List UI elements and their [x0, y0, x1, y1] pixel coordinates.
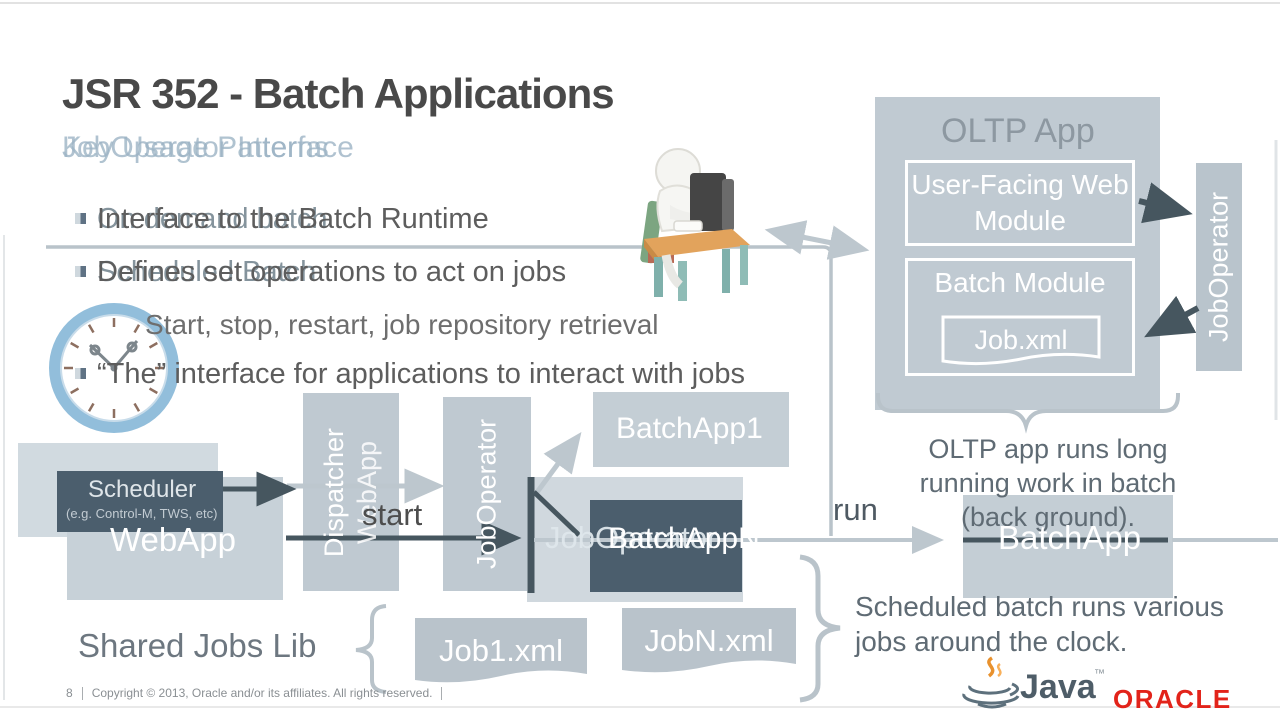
scheduled-caption: Scheduled batch runs various jobs around… — [855, 591, 1224, 657]
bullet1-ghost: On demand batch — [97, 203, 328, 235]
user-facing-web-module-box: User-Facing Web Module — [905, 160, 1135, 246]
joboperator-right-box — [1196, 163, 1242, 371]
java-trademark: ™ — [1094, 668, 1105, 680]
oltp-app-box — [875, 97, 1160, 410]
oracle-logo: ORACLE — [1113, 684, 1232, 714]
footer: 8 Copyright © 2013, Oracle and/or its af… — [66, 686, 443, 700]
bullet-square-3 — [75, 368, 86, 379]
joboperator-right-label: JobOperator — [1196, 166, 1242, 368]
job1-xml-label: Job1.xml — [439, 633, 563, 668]
ghost-subtitle-incoming: JobOperator Interface — [62, 131, 354, 164]
job-xml-label: Job.xml — [974, 325, 1067, 355]
dispatcher-webapp-box — [303, 393, 399, 591]
batchapp1-label: BatchApp1 — [616, 412, 763, 445]
footer-divider — [81, 686, 83, 700]
joboperator-vertical-label: JobOperator — [443, 400, 531, 588]
user-facing-web-module-label: User-Facing Web Module — [911, 168, 1129, 236]
scheduler-label: Scheduler — [88, 476, 197, 503]
bullet-square-2 — [75, 266, 86, 277]
batchapp1-box — [593, 392, 789, 467]
batchappn-box — [590, 500, 742, 592]
java-logo: Java ™ — [958, 656, 1105, 712]
bullet3-text: “The” interface for applications to inte… — [97, 358, 745, 390]
start-label: start — [362, 497, 423, 532]
copyright-text: Copyright © 2013, Oracle and/or its affi… — [91, 686, 433, 700]
run-label: run — [833, 492, 878, 527]
bullet-square-1 — [75, 213, 86, 224]
bullet1-text: Interface to the Batch Runtime — [97, 203, 489, 235]
batchapp-label: BatchApp — [998, 519, 1142, 556]
joboperator-vertical-box — [443, 397, 531, 591]
person-at-desk-clipart — [640, 148, 750, 301]
scheduler-note: (e.g. Control-M, TWS, etc) — [66, 506, 218, 521]
page-number: 8 — [66, 686, 73, 700]
java-logo-text: Java — [1020, 668, 1096, 706]
batch-module-box: Batch Module — [905, 258, 1135, 376]
job1-xml-document: Job1.xml — [415, 618, 587, 683]
job-xml-document: Job.xml — [941, 315, 1101, 366]
bullet2-ghost: Scheduled Batch — [97, 256, 317, 288]
shared-jobs-lib-label: Shared Jobs Lib — [78, 627, 317, 664]
oltp-caption: OLTP app runs long running work in batch… — [919, 434, 1177, 532]
joboperator-right-text: JobOperator — [1203, 191, 1234, 343]
batchappn-label: BatchAppN — [608, 522, 760, 555]
jobn-xml-label: JobN.xml — [644, 623, 773, 658]
jobn-xml-document: JobN.xml — [622, 608, 796, 673]
batch-module-label: Batch Module — [934, 267, 1106, 298]
bullet2-sub-text: Start, stop, restart, job repository ret… — [145, 309, 659, 340]
joboperator-vertical-text: JobOperator — [471, 418, 502, 570]
slide-title: JSR 352 - Batch Applications — [62, 70, 615, 117]
footer-divider-2 — [441, 686, 443, 700]
clock-icon — [49, 303, 179, 433]
joboperator-ghost-label: JobOperator — [545, 520, 718, 555]
bullet2-text: Defines set operations to act on jobs — [97, 256, 567, 288]
oltp-app-title: OLTP App — [941, 112, 1095, 150]
ghost-subtitle-outgoing: Key Usage Patterns — [62, 131, 329, 164]
scheduler-box — [57, 471, 223, 532]
webapp-label: WebApp — [110, 521, 236, 558]
dispatcher-webapp-label: Dispatcher WebApp — [303, 400, 399, 585]
batchapp-right-box — [963, 495, 1173, 598]
dispatcher-line1: Dispatcher — [319, 427, 349, 558]
